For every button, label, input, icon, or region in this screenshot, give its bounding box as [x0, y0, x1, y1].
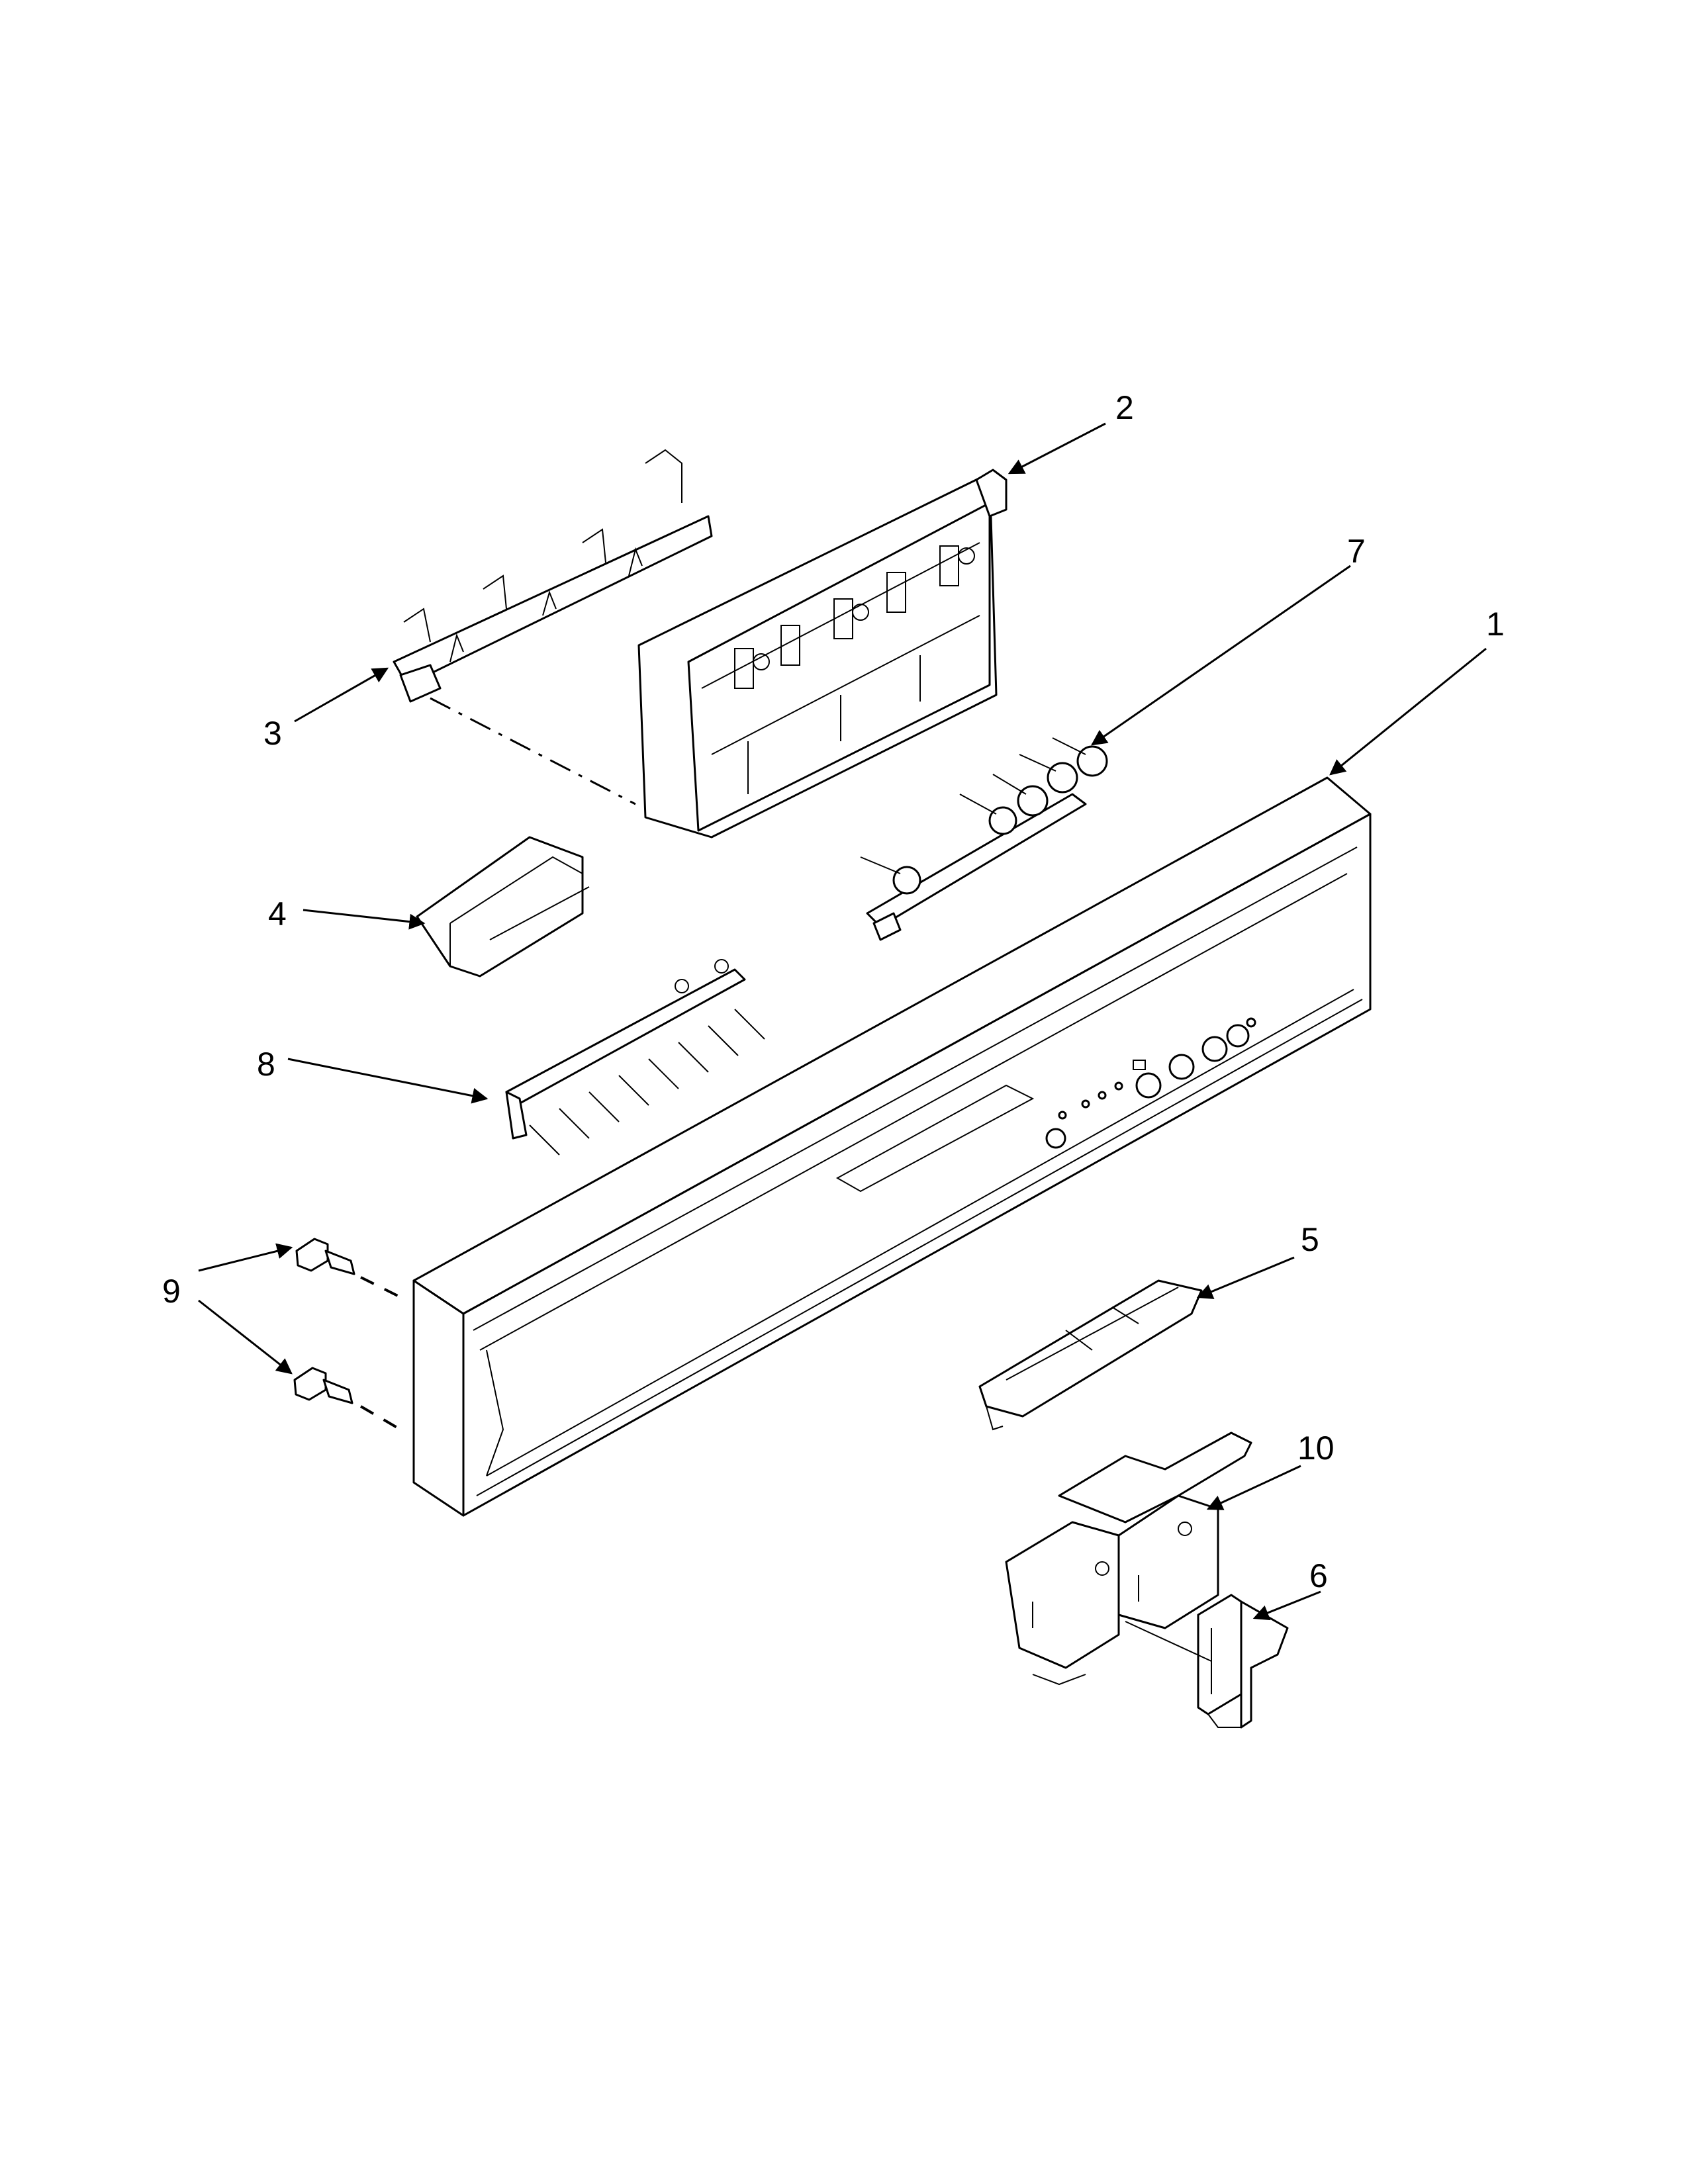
leader-4: [303, 909, 426, 930]
callout-labels: 1 2 3 4 5 6 7 8 9 10: [162, 389, 1505, 1594]
latch-to-actuator-guide: [1125, 1621, 1212, 1662]
leader-1: [1329, 647, 1487, 776]
callout-4: 4: [268, 895, 287, 933]
callout-10: 10: [1297, 1430, 1335, 1467]
part-3-bracket: [393, 449, 713, 703]
callout-1: 1: [1486, 606, 1505, 643]
part-7-button-assembly: [860, 737, 1108, 941]
leader-2: [1008, 422, 1106, 475]
callout-7: 7: [1347, 533, 1366, 570]
part-5-component: [978, 1279, 1203, 1431]
callout-8: 8: [257, 1046, 275, 1083]
part-2-control-board: [637, 469, 1008, 839]
part-9-screw-upper: [295, 1238, 355, 1275]
callout-5: 5: [1301, 1221, 1319, 1258]
leader-9-lower: [198, 1299, 293, 1375]
callout-6: 6: [1309, 1557, 1328, 1594]
leader-5: [1196, 1256, 1295, 1299]
assembly-guide-lines: [359, 697, 1212, 1662]
leader-3: [294, 667, 389, 723]
screw-upper-guide: [360, 1276, 401, 1298]
part-6-actuator: [1197, 1594, 1289, 1729]
part-1-control-panel: [412, 776, 1372, 1517]
leader-10: [1206, 1465, 1301, 1510]
callout-3: 3: [263, 715, 282, 752]
callout-2: 2: [1115, 389, 1134, 426]
part-8-light-array: [505, 959, 765, 1156]
leader-6: [1252, 1590, 1321, 1621]
leader-9-upper: [198, 1243, 293, 1272]
part-4-cover: [416, 836, 590, 978]
leader-7: [1091, 565, 1351, 746]
part-9-screw-lower: [293, 1367, 353, 1404]
leader-8: [287, 1058, 489, 1104]
leader-arrows: [198, 422, 1487, 1621]
bracket-to-board-guide: [430, 697, 636, 805]
callout-9: 9: [162, 1273, 181, 1310]
part-10-latch-assembly: [1005, 1432, 1252, 1686]
screw-lower-guide: [359, 1405, 402, 1431]
